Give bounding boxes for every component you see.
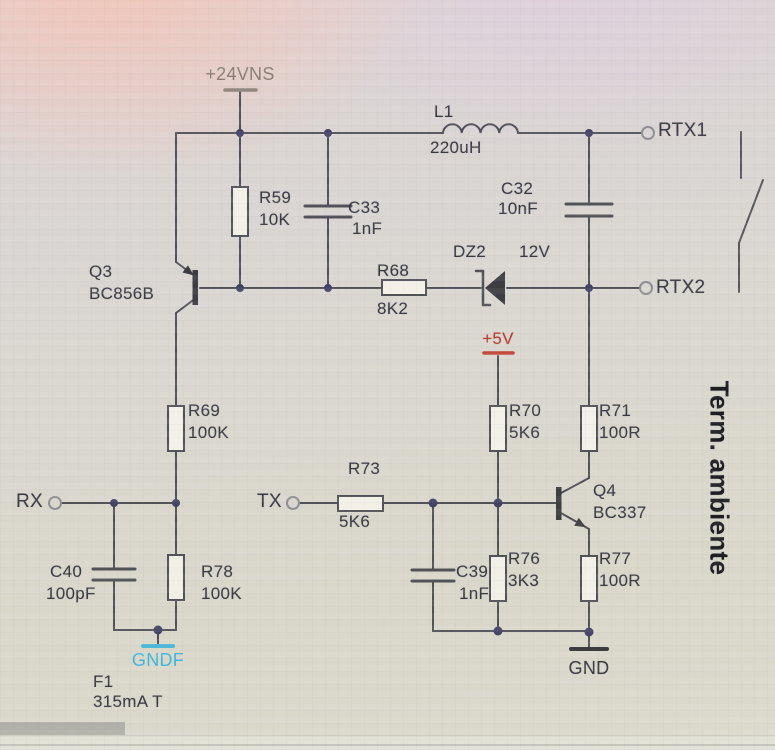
zener-dz2	[474, 269, 640, 307]
label-f1-ref: F1	[93, 672, 114, 691]
label-r78-ref: R78	[201, 562, 234, 581]
label-c39-ref: C39	[456, 562, 489, 581]
label-thermostat-annotation: Term. ambiente	[704, 380, 735, 576]
label-r78-value: 100K	[201, 584, 242, 603]
label-c40-ref: C40	[50, 562, 83, 581]
label-r77-value: 100R	[599, 571, 641, 590]
resistor-r69	[167, 405, 185, 504]
label-q3-value: BC856B	[89, 284, 155, 303]
label-c33-ref: C33	[348, 198, 381, 217]
transistor-q4	[556, 477, 590, 557]
label-r73-value: 5K6	[339, 512, 371, 531]
label-l1-value: 220uH	[430, 138, 482, 157]
label-q3-ref: Q3	[89, 262, 113, 281]
inductor-l1	[442, 123, 519, 134]
label-r69-value: 100K	[188, 423, 229, 442]
photo-edge-bottom-band	[0, 735, 775, 750]
label-c39-value: 1nF	[459, 584, 490, 603]
resistor-r73	[299, 495, 557, 512]
label-terminal-tx: TX	[257, 491, 282, 512]
terminal-tx-icon	[286, 496, 300, 510]
label-terminal-rtx2: RTX2	[656, 277, 706, 298]
resistor-r59	[231, 132, 249, 289]
capacitor-c32	[564, 132, 614, 289]
capacitor-c39	[410, 502, 590, 632]
label-gnd: GND	[568, 658, 610, 678]
terminal-rtx2-icon	[639, 281, 653, 295]
label-r71-value: 100R	[599, 423, 641, 442]
capacitor-c33	[303, 132, 353, 289]
terminal-rx-icon	[48, 496, 62, 510]
label-l1-ref: L1	[434, 102, 454, 121]
transistor-q3	[175, 132, 383, 407]
label-r59-ref: R59	[259, 188, 292, 207]
label-r68-value: 8K2	[377, 299, 409, 318]
label-c40-value: 100pF	[46, 584, 96, 603]
label-c32-value: 10nF	[498, 199, 538, 218]
label-r77-ref: R77	[599, 549, 632, 568]
capacitor-c40	[91, 502, 177, 631]
label-r59-value: 10K	[259, 210, 291, 229]
label-r68-ref: R68	[377, 261, 410, 280]
label-r70-ref: R70	[509, 401, 542, 420]
terminal-rtx1-icon	[641, 126, 655, 140]
junction-dots	[110, 129, 594, 637]
resistor-r68	[381, 279, 482, 296]
resistor-r70	[489, 355, 507, 504]
resistor-r77	[580, 555, 598, 633]
label-r70-value: 5K6	[509, 423, 541, 442]
label-r76-value: 3K3	[508, 571, 540, 590]
label-q4-value: BC337	[593, 503, 647, 522]
label-c33-value: 1nF	[352, 219, 383, 238]
label-f1-value: 315mA T	[93, 692, 163, 711]
resistor-r71	[580, 287, 598, 479]
label-r73-ref: R73	[348, 459, 381, 478]
resistor-r76	[489, 502, 507, 632]
resistor-r78	[167, 502, 185, 631]
label-q4-ref: Q4	[593, 481, 617, 500]
label-dz2-voltage: 12V	[519, 242, 551, 261]
switch-thermostat-contact	[738, 131, 764, 293]
label-c32-ref: C32	[501, 179, 534, 198]
photo-edge-line	[0, 744, 775, 746]
label-dz2-ref: DZ2	[453, 242, 487, 261]
label-terminal-rtx1: RTX1	[658, 120, 708, 141]
label-terminal-rx: RX	[16, 491, 43, 512]
label-r76-ref: R76	[508, 549, 541, 568]
label-r71-ref: R71	[599, 401, 632, 420]
label-rail-5v: +5V	[482, 329, 514, 348]
wire-24v-rail	[175, 91, 642, 134]
label-rail-24v: +24VNS	[205, 64, 275, 84]
label-gndf: GNDF	[131, 650, 185, 670]
photo-edge-dark-strip	[0, 722, 125, 736]
label-r69-ref: R69	[188, 401, 221, 420]
